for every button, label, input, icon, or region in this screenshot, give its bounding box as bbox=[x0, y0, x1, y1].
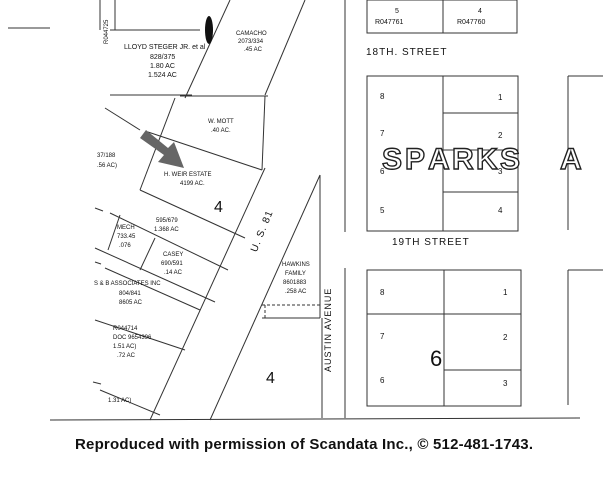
steger-acres-b: 1.524 AC bbox=[148, 72, 177, 79]
hawkins-owner-a: HAWKINS bbox=[282, 262, 310, 268]
street-18th-label: 18TH. STREET bbox=[366, 47, 448, 58]
upper-lot-4: 4 bbox=[498, 206, 503, 215]
lower-lot-3: 3 bbox=[503, 379, 508, 388]
upper-lot-3: 3 bbox=[498, 167, 503, 176]
hawkins-acres: .258 AC bbox=[285, 289, 307, 295]
copyright-caption: Reproduced with permission of Scandata I… bbox=[75, 436, 534, 453]
upper-lot-5: 5 bbox=[380, 206, 385, 215]
street-19th-label: 19TH STREET bbox=[392, 237, 470, 248]
r047760-lot: 4 bbox=[478, 8, 482, 15]
block-4-lower: 4 bbox=[266, 370, 275, 387]
hawkins-owner-b: FAMILY bbox=[285, 271, 306, 277]
mech-ref: 733.45 bbox=[117, 234, 136, 240]
weir-acres: 4199 AC. bbox=[180, 181, 205, 187]
upper-lot-1: 1 bbox=[498, 93, 503, 102]
r044714-doc: DOC 9654396 bbox=[113, 335, 152, 341]
steger-owner: LLOYD STEGER JR. et al bbox=[124, 44, 206, 51]
casey-ref: 690/591 bbox=[161, 261, 183, 267]
mech-owner: MECH bbox=[117, 225, 135, 231]
lower-lot-8: 8 bbox=[380, 288, 385, 297]
r047761-lot: 5 bbox=[395, 8, 399, 15]
steger-acres-a: 1.80 AC bbox=[150, 63, 175, 70]
r047760-id: R047760 bbox=[457, 19, 486, 26]
upper-lot-7: 7 bbox=[380, 129, 385, 138]
r044714-acres-a: 1.51 AC) bbox=[113, 344, 137, 350]
sparks-letter-3: A bbox=[427, 143, 450, 176]
lower-lot-6: 6 bbox=[380, 376, 385, 385]
parcel-595-ref: 595/679 bbox=[156, 218, 178, 224]
r047761-id: R047761 bbox=[375, 19, 404, 26]
lower-lot-1: 1 bbox=[503, 288, 508, 297]
casey-acres: .14 AC bbox=[164, 270, 183, 276]
weir-owner: H. WEIR ESTATE bbox=[164, 172, 212, 178]
casey-owner: CASEY bbox=[163, 252, 184, 258]
sparks-letter-6: S bbox=[499, 143, 521, 176]
r044714-id: R044714 bbox=[113, 326, 138, 332]
hawkins-ref: 8601883 bbox=[283, 280, 307, 286]
mech-acres: .076 bbox=[119, 243, 131, 249]
sb-ref: 804/841 bbox=[119, 291, 141, 297]
parcel-595-acres: 1.368 AC bbox=[154, 227, 179, 233]
camacho-acres: .45 AC bbox=[244, 47, 263, 53]
upper-lot-2: 2 bbox=[498, 131, 503, 140]
upper-lot-6: 6 bbox=[380, 167, 385, 176]
frame-bottom bbox=[49, 417, 581, 421]
sparks-letter-5: K bbox=[475, 143, 498, 176]
r044714-acres-b: .72 AC bbox=[117, 353, 136, 359]
austin-avenue-label: AUSTIN AVENUE bbox=[323, 287, 333, 372]
left-vertical-label: R044725 bbox=[104, 19, 110, 44]
sparks-letter-2: P bbox=[404, 143, 426, 176]
sparks-letter-4: R bbox=[451, 143, 474, 176]
sb-acres: 8605 AC bbox=[119, 300, 143, 306]
pointer-arrow-icon bbox=[140, 130, 184, 168]
block-4-upper: 4 bbox=[214, 199, 223, 216]
sparks-letter-7: A bbox=[559, 143, 582, 176]
us-81-east-edge bbox=[209, 174, 321, 421]
bottom-left-acres: 1.31 AC) bbox=[108, 398, 132, 404]
left-parcel-ref: 37/188 bbox=[97, 153, 116, 159]
steger-ref: 828/375 bbox=[150, 54, 176, 61]
camacho-ref: 2073/334 bbox=[238, 39, 264, 45]
mott-owner: W. MOTT bbox=[208, 119, 234, 125]
sb-owner: S & B ASSOCIATES INC bbox=[94, 281, 161, 287]
upper-lot-8: 8 bbox=[380, 92, 385, 101]
left-parcel-acres: .56 AC) bbox=[97, 163, 118, 169]
pond-mark bbox=[205, 16, 213, 44]
block-6-label: 6 bbox=[430, 346, 443, 371]
camacho-owner: CAMACHO bbox=[236, 31, 267, 37]
us-81-west-edge bbox=[149, 167, 266, 421]
sparks-letter-1: S bbox=[381, 143, 403, 176]
lower-lot-7: 7 bbox=[380, 332, 385, 341]
mott-acres: .40 AC. bbox=[211, 128, 231, 134]
lower-lot-2: 2 bbox=[503, 333, 508, 342]
